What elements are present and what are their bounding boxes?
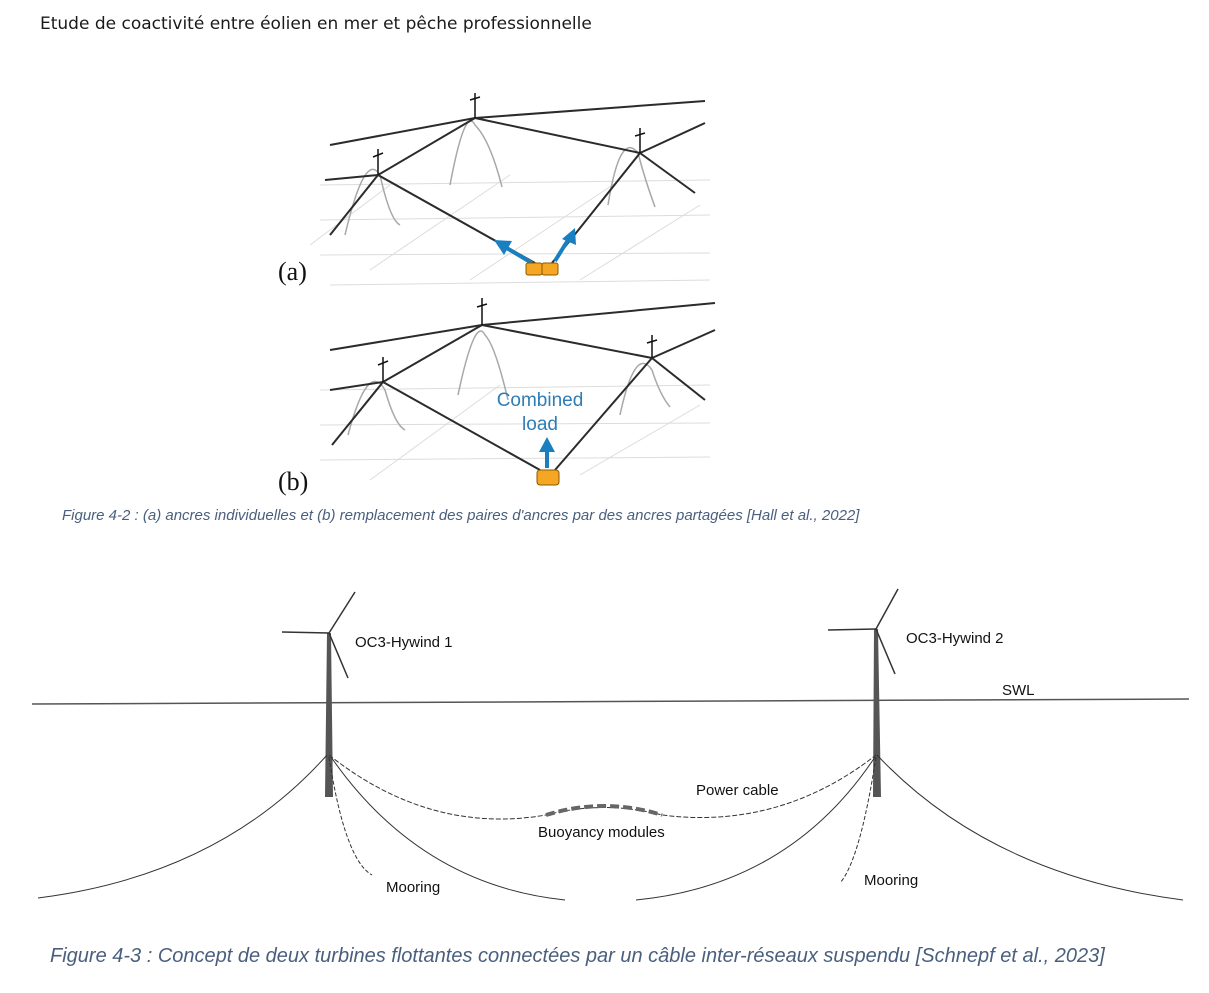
mooring-1-label: Mooring xyxy=(386,879,440,896)
turbine-1-label: OC3-Hywind 1 xyxy=(355,634,453,651)
panel-a-label: (a) xyxy=(278,257,307,286)
turbine-2-mooring-lines xyxy=(635,754,1184,901)
turbine-1-mooring-lines xyxy=(37,754,566,901)
panel-a-diagram: (a) xyxy=(278,93,711,286)
page-header: Etude de coactivité entre éolien en mer … xyxy=(40,14,592,34)
panel-b-mooring-profiles xyxy=(347,330,671,436)
panel-a-force-arrows xyxy=(494,228,576,265)
panel-b-seabed-grid xyxy=(319,384,711,481)
swl-label: SWL xyxy=(1002,682,1035,699)
power-cable-label: Power cable xyxy=(696,782,779,799)
buoyancy-modules-label: Buoyancy modules xyxy=(538,824,665,841)
turbine-2-label: OC3-Hywind 2 xyxy=(906,630,1004,647)
power-cable xyxy=(328,754,877,820)
combined-load-label-line2: load xyxy=(522,414,558,435)
panel-a-individual-anchors xyxy=(525,262,559,276)
sea-water-line xyxy=(31,698,1190,705)
figure-4-3-caption: Figure 4-3 : Concept de deux turbines fl… xyxy=(50,945,1105,967)
figure-floating-turbines: SWL OC3-Hywind 1 OC3-Hywind 2 Power cabl… xyxy=(31,588,1190,901)
panel-a-turbines xyxy=(372,93,646,175)
panel-b-turbines xyxy=(377,298,658,382)
figure-shared-anchors: (a) xyxy=(278,93,716,496)
panel-b-mooring-lines xyxy=(329,302,716,471)
panel-b-diagram: Combined load (b) xyxy=(278,298,716,496)
combined-load-label-line1: Combined xyxy=(497,390,584,411)
buoyancy-modules xyxy=(545,804,663,817)
panel-a-mooring-lines xyxy=(324,100,706,264)
turbine-2 xyxy=(827,588,899,797)
panel-b-combined-arrow xyxy=(539,437,555,468)
panel-b-shared-anchor xyxy=(536,469,560,486)
figure-4-2-caption: Figure 4-2 : (a) ancres individuelles et… xyxy=(62,507,860,524)
panel-b-label: (b) xyxy=(278,467,308,496)
mooring-2-label: Mooring xyxy=(864,872,918,889)
